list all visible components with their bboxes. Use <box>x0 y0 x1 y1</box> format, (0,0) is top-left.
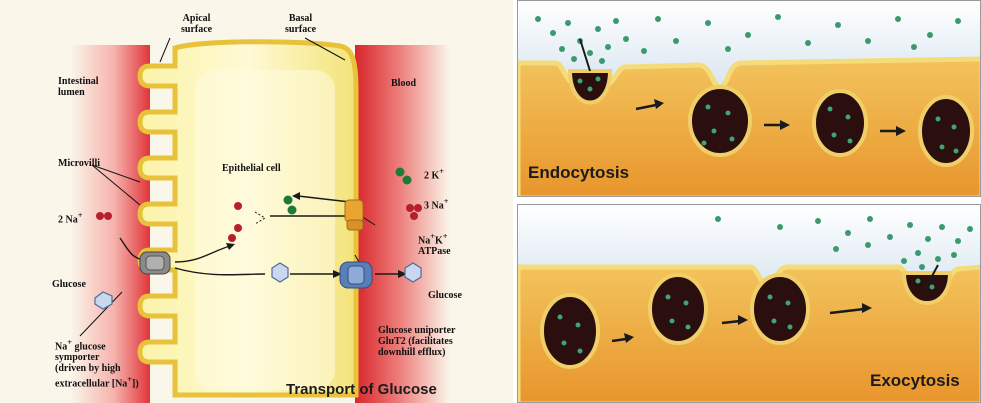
exocytosis-panel: Exocytosis <box>517 204 981 403</box>
glucose-right-label: Glucose <box>428 290 462 301</box>
na-k-atpase <box>345 200 363 230</box>
glut2-uniporter <box>340 262 372 288</box>
uniporter-label: Glucose uniporter GluT2 (facilitates dow… <box>378 325 456 358</box>
apical-surface-label: Apical surface <box>181 13 212 35</box>
sodium-out-label: 3 Na+ <box>424 196 448 211</box>
cytoplasm-highlight <box>195 70 335 390</box>
glucose-left-label: Glucose <box>52 279 86 290</box>
sodium-in-label: 2 Na+ <box>58 210 82 225</box>
basal-surface-label: Basal surface <box>285 13 316 35</box>
endocytosis-title: Endocytosis <box>528 163 629 183</box>
na-glucose-symporter <box>140 252 170 274</box>
intestinal-lumen-label: Intestinal lumen <box>58 76 99 98</box>
endocytosis-panel: Endocytosis <box>517 0 981 197</box>
symporter-label: Na+ glucose symporter (driven by high ex… <box>55 337 139 390</box>
microvilli-label: Microvilli <box>58 158 100 169</box>
blood-label: Blood <box>391 78 416 89</box>
potassium-label: 2 K+ <box>424 166 444 181</box>
transport-caption: Transport of Glucose <box>286 381 437 398</box>
exocytosis-title: Exocytosis <box>870 371 960 391</box>
atpase-label: Na+K+ ATPase <box>418 231 451 257</box>
epithelial-cell-label: Epithelial cell <box>222 163 281 174</box>
glucose-transport-panel: Apical surface Basal surface Intestinal … <box>0 0 513 403</box>
